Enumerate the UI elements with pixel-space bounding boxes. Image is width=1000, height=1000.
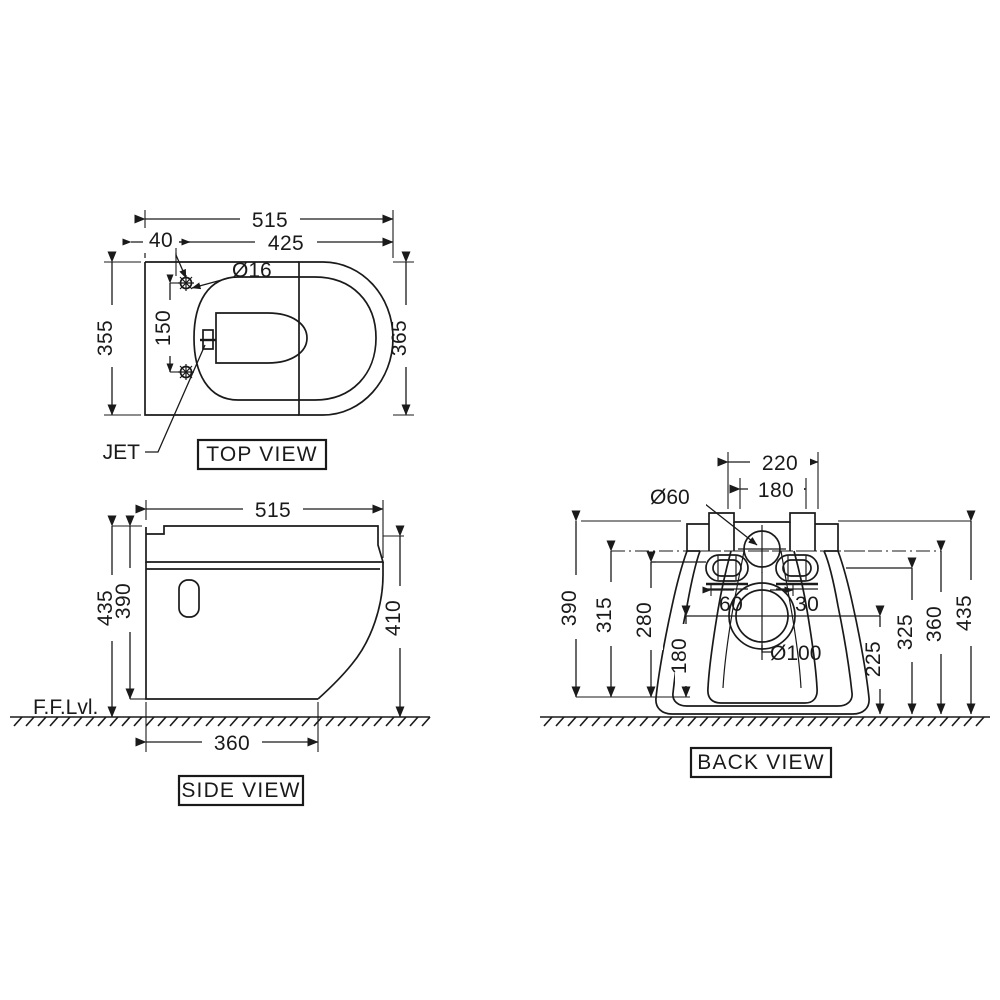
top-view-title: TOP VIEW [196,438,328,471]
inlet-dia60 [738,525,786,573]
dim-side-360: 360 [135,702,319,755]
back-view-group: 60 30 Ø60 Ø100 220 [540,449,990,779]
dim-label-425: 425 [268,232,304,255]
side-view-title: SIDE VIEW [177,774,305,807]
dim-top-515: 515 [134,206,394,258]
top-view-label: TOP VIEW [206,443,318,466]
fixing-slot-right [775,554,819,590]
side-floor-line [10,716,431,727]
dim-back-225: 225 [806,605,892,715]
dim-label-390-back: 390 [558,590,581,626]
dim-side-515: 515 [135,496,384,558]
back-view-label: BACK VIEW [697,751,825,774]
dim-label-30: 30 [795,593,819,616]
dim-back-180-left: 180 [668,605,718,698]
label-dia60: Ø60 [650,486,690,509]
dim-top-40: 40 [122,228,191,258]
dim-top-355: 355 [94,251,141,416]
dim-back-325: 325 [846,557,924,715]
dim-label-390-side: 390 [112,583,135,619]
dim-top-150: 150 [152,274,182,373]
label-jet: JET [103,441,141,464]
label-dia100: Ø100 [770,642,821,665]
dim-label-355: 355 [94,320,117,356]
back-floor-line [540,716,990,727]
dim-label-315: 315 [593,597,616,633]
label-dia16: Ø16 [232,259,272,282]
callout-dia16: Ø16 [191,259,272,290]
dim-back-180-top: 180 [729,476,807,509]
jet-feature [200,329,216,350]
callout-dia100: Ø100 [761,642,821,665]
dim-label-410: 410 [382,600,405,636]
dim-back-220: 220 [717,449,819,509]
dim-label-360-back: 360 [923,606,946,642]
side-view-geometry [145,525,385,700]
dim-label-280: 280 [633,602,656,638]
callout-dia60: Ø60 [648,484,758,546]
dim-label-435-back: 435 [953,595,976,631]
side-view-label: SIDE VIEW [181,779,300,802]
dim-label-180-back: 180 [668,638,691,674]
dim-side-390: 390 [112,515,146,700]
dim-label-220: 220 [762,452,798,475]
dim-back-30: 30 [770,584,819,616]
leader-arrow-hole [175,254,187,279]
dim-label-40: 40 [149,229,173,252]
dim-back-280: 280 [633,551,706,698]
label-ffl: F.F.Lvl. [33,696,98,719]
dim-back-60: 60 [702,584,743,616]
dim-label-435-side: 435 [94,590,117,626]
dim-top-425: 425 [165,229,394,258]
dim-label-365: 365 [388,320,411,356]
dim-label-150: 150 [152,310,175,346]
dim-back-360: 360 [700,540,953,715]
dim-side-410: 410 [382,525,412,718]
dim-label-515-side: 515 [255,499,291,522]
side-view-group: F.F.Lvl. 515 435 390 410 [10,496,431,807]
dim-back-435: 435 [581,510,983,715]
dim-label-225: 225 [862,641,885,677]
dim-back-315: 315 [593,540,870,698]
back-view-title: BACK VIEW [689,746,833,779]
top-view-group: 515 425 40 355 [94,206,419,471]
dim-label-180-top: 180 [758,479,794,502]
dim-top-365: 365 [388,251,419,416]
dim-label-515-top: 515 [252,209,288,232]
dim-label-360-side: 360 [214,732,250,755]
top-view-geometry [144,261,394,416]
dim-label-325: 325 [894,614,917,650]
fixing-slot-left [705,554,749,590]
callout-jet: JET [103,344,206,464]
dim-label-60: 60 [719,593,743,616]
